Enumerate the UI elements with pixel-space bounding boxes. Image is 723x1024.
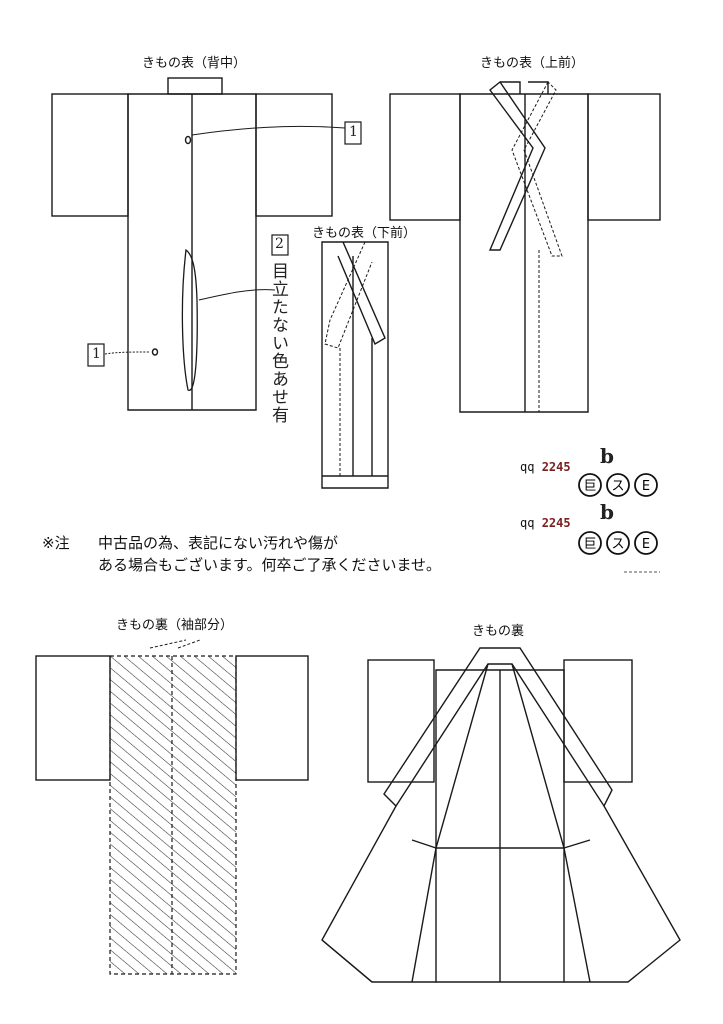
back-left-sleeve [51, 93, 129, 217]
upper-front-collar-solid [488, 80, 546, 251]
leader-line-fade [198, 289, 276, 301]
lining-collar-dashed [149, 639, 187, 649]
stamp-glyph-2: ス [611, 479, 624, 494]
item-code-2-prefix: qq [520, 516, 535, 530]
stamp-circle-5 [606, 531, 630, 555]
item-code-1-number: 2245 [541, 460, 571, 474]
lining-open-left-fold [411, 663, 489, 983]
lining-open-collar [383, 647, 613, 808]
lower-front-body [321, 241, 389, 489]
item-code-1-suffix: b [600, 444, 614, 468]
annotation-mark-2: 2 [275, 236, 284, 252]
lining-open-left-panel [321, 805, 436, 983]
lining-open-left-waist-ext [411, 839, 437, 849]
item-code-2-suffix: b [600, 500, 614, 524]
kimono-back-view [51, 77, 362, 411]
stamp-circle-4 [578, 531, 602, 555]
kimono-lining-sleeve-view [35, 639, 309, 975]
stamp-row-2: 巨 ス E [578, 531, 658, 555]
stamp-glyph-5: ス [611, 537, 624, 552]
upper-front-collar-dashed [511, 81, 563, 257]
upper-front-right-sleeve [587, 93, 661, 221]
upper-front-left-sleeve [389, 93, 461, 221]
item-code-1-prefix: qq [520, 460, 535, 474]
lining-collar-dashed-2 [177, 639, 201, 649]
label-back: きもの表（背中） [142, 56, 247, 71]
hatched-lining-area [110, 656, 236, 974]
stamp-glyph-3: E [642, 479, 650, 494]
notice-prefix: ※注 [42, 534, 70, 552]
back-collar [167, 77, 223, 95]
lower-front-collar-dashed [324, 241, 373, 349]
handwritten-fade-note: 目立たない色あせ有 [268, 262, 288, 424]
lining-left-sleeve [35, 655, 111, 781]
back-right-sleeve [255, 93, 333, 217]
stain-marker-top [184, 135, 192, 145]
lining-open-right-fold [511, 663, 591, 983]
item-code-1: qq 2245 [520, 460, 571, 474]
lining-open-right-panel [564, 805, 681, 983]
stamp-glyph-6: E [642, 537, 650, 552]
notice-line-1: 中古品の為、表記にない汚れや傷が [98, 534, 339, 552]
back-body [127, 93, 257, 411]
label-lining-sleeve: きもの裏（袖部分） [116, 618, 234, 633]
annotation-mark-1-top: 1 [349, 124, 358, 140]
notice-line-2: ある場合もございます。何卒ご了承くださいませ。 [98, 556, 442, 574]
label-lining: きもの裏 [472, 624, 525, 639]
lining-right-sleeve [235, 655, 309, 781]
label-upper-front: きもの表（上前） [480, 56, 585, 71]
stamp-circle-2 [606, 473, 630, 497]
stamp-circle-1 [578, 473, 602, 497]
kimono-upper-front-view [389, 80, 661, 413]
stamp-circle-6 [634, 531, 658, 555]
upper-front-collar-top [500, 81, 521, 94]
kimono-lining-open-view [321, 647, 681, 983]
lining-open-right-waist-ext [563, 839, 591, 849]
annotation-box-2 [271, 234, 289, 256]
stamp-row-1: 巨 ス E [578, 473, 658, 497]
lining-open-left-hem [321, 939, 373, 983]
item-code-2-number: 2245 [541, 516, 571, 530]
item-code-2: qq 2245 [520, 516, 571, 530]
kimono-lower-front-view [321, 241, 389, 489]
label-lower-front: きもの表（下前） [312, 226, 417, 241]
lining-body-dashed [109, 656, 237, 975]
annotation-mark-1-bottom: 1 [92, 346, 101, 362]
annotation-box-1-bottom [87, 343, 105, 367]
stamp-circle-3 [634, 473, 658, 497]
lining-open-right-sleeve [563, 659, 633, 783]
lower-front-collar-solid [337, 241, 386, 346]
stamp-glyph-1: 巨 [583, 479, 596, 494]
lining-open-left-sleeve [367, 659, 435, 783]
stain-marker-bottom [151, 348, 159, 356]
fade-area-marker [181, 248, 198, 391]
stamp-glyph-4: 巨 [583, 537, 596, 552]
annotation-box-1-top [344, 121, 362, 145]
leader-line-top [191, 125, 346, 136]
upper-front-body [459, 93, 589, 413]
